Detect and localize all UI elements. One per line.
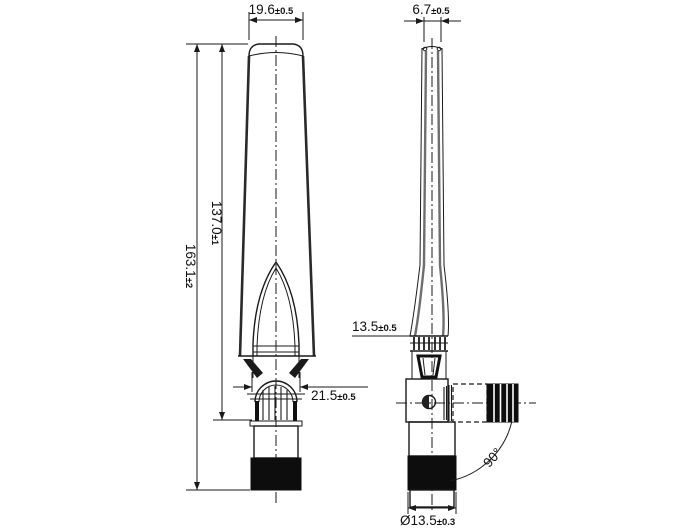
blade-corner-left	[422, 46, 428, 52]
dim-collar-width-label: 13.5±0.5	[352, 319, 397, 334]
phantom-ribs	[443, 385, 453, 421]
dim-body-width: 19.6±0.5	[248, 2, 304, 40]
left-wing-strut	[243, 359, 263, 378]
radome-right-edge	[301, 55, 316, 357]
radome-left-edge	[238, 55, 251, 357]
transition-cone	[416, 354, 442, 379]
connector-thread-end	[409, 489, 455, 508]
hinge-dome-inner	[258, 384, 294, 403]
pivot-shade	[422, 395, 429, 409]
connector-nut-front	[250, 457, 302, 491]
dim-base-width: 21.5±0.5	[233, 372, 368, 403]
phantom-thread-gaps	[493, 384, 514, 422]
connector-nut-side	[407, 455, 457, 491]
dim-inner-length-label: 137.0±1	[209, 201, 224, 246]
radome-cap-seam	[248, 52, 304, 57]
blade-right-inner	[436, 50, 445, 337]
dim-connector-diameter-label: Ø13.5±0.3	[400, 513, 455, 528]
dim-body-width-label: 19.6±0.5	[249, 2, 294, 17]
dim-collar-width: 13.5±0.5	[352, 319, 417, 337]
dim-overall-length: 163.1±2	[183, 43, 250, 491]
antenna-side-view	[396, 38, 536, 511]
dim-bend-angle-label: 90°	[480, 445, 505, 470]
hinge-ribs	[262, 386, 288, 420]
dim-overall-length-label: 163.1±2	[183, 244, 198, 288]
radome-top-cap	[248, 43, 304, 57]
right-wing-strut	[289, 359, 309, 378]
dim-inner-length: 137.0±1	[209, 44, 252, 421]
transition-hatch-1	[422, 357, 426, 376]
inner-element-inner	[256, 267, 296, 356]
blade-right-outer	[441, 47, 449, 337]
dim-base-width-label: 21.5±0.5	[311, 388, 356, 403]
transition-hatch-2	[432, 357, 436, 376]
dim-tip-width: 6.7±0.5	[404, 2, 461, 42]
phantom-connector	[443, 383, 519, 423]
blade-left-outer	[409, 47, 423, 337]
blade-left-inner	[413, 50, 428, 337]
dim-connector-diameter: Ø13.5±0.3	[400, 492, 457, 528]
dim-tip-width-label: 6.7±0.5	[412, 2, 450, 17]
antenna-front-view	[238, 36, 316, 503]
swing-arc	[449, 420, 513, 482]
inner-element-outer	[252, 260, 300, 356]
blade-corner-right	[436, 46, 442, 52]
